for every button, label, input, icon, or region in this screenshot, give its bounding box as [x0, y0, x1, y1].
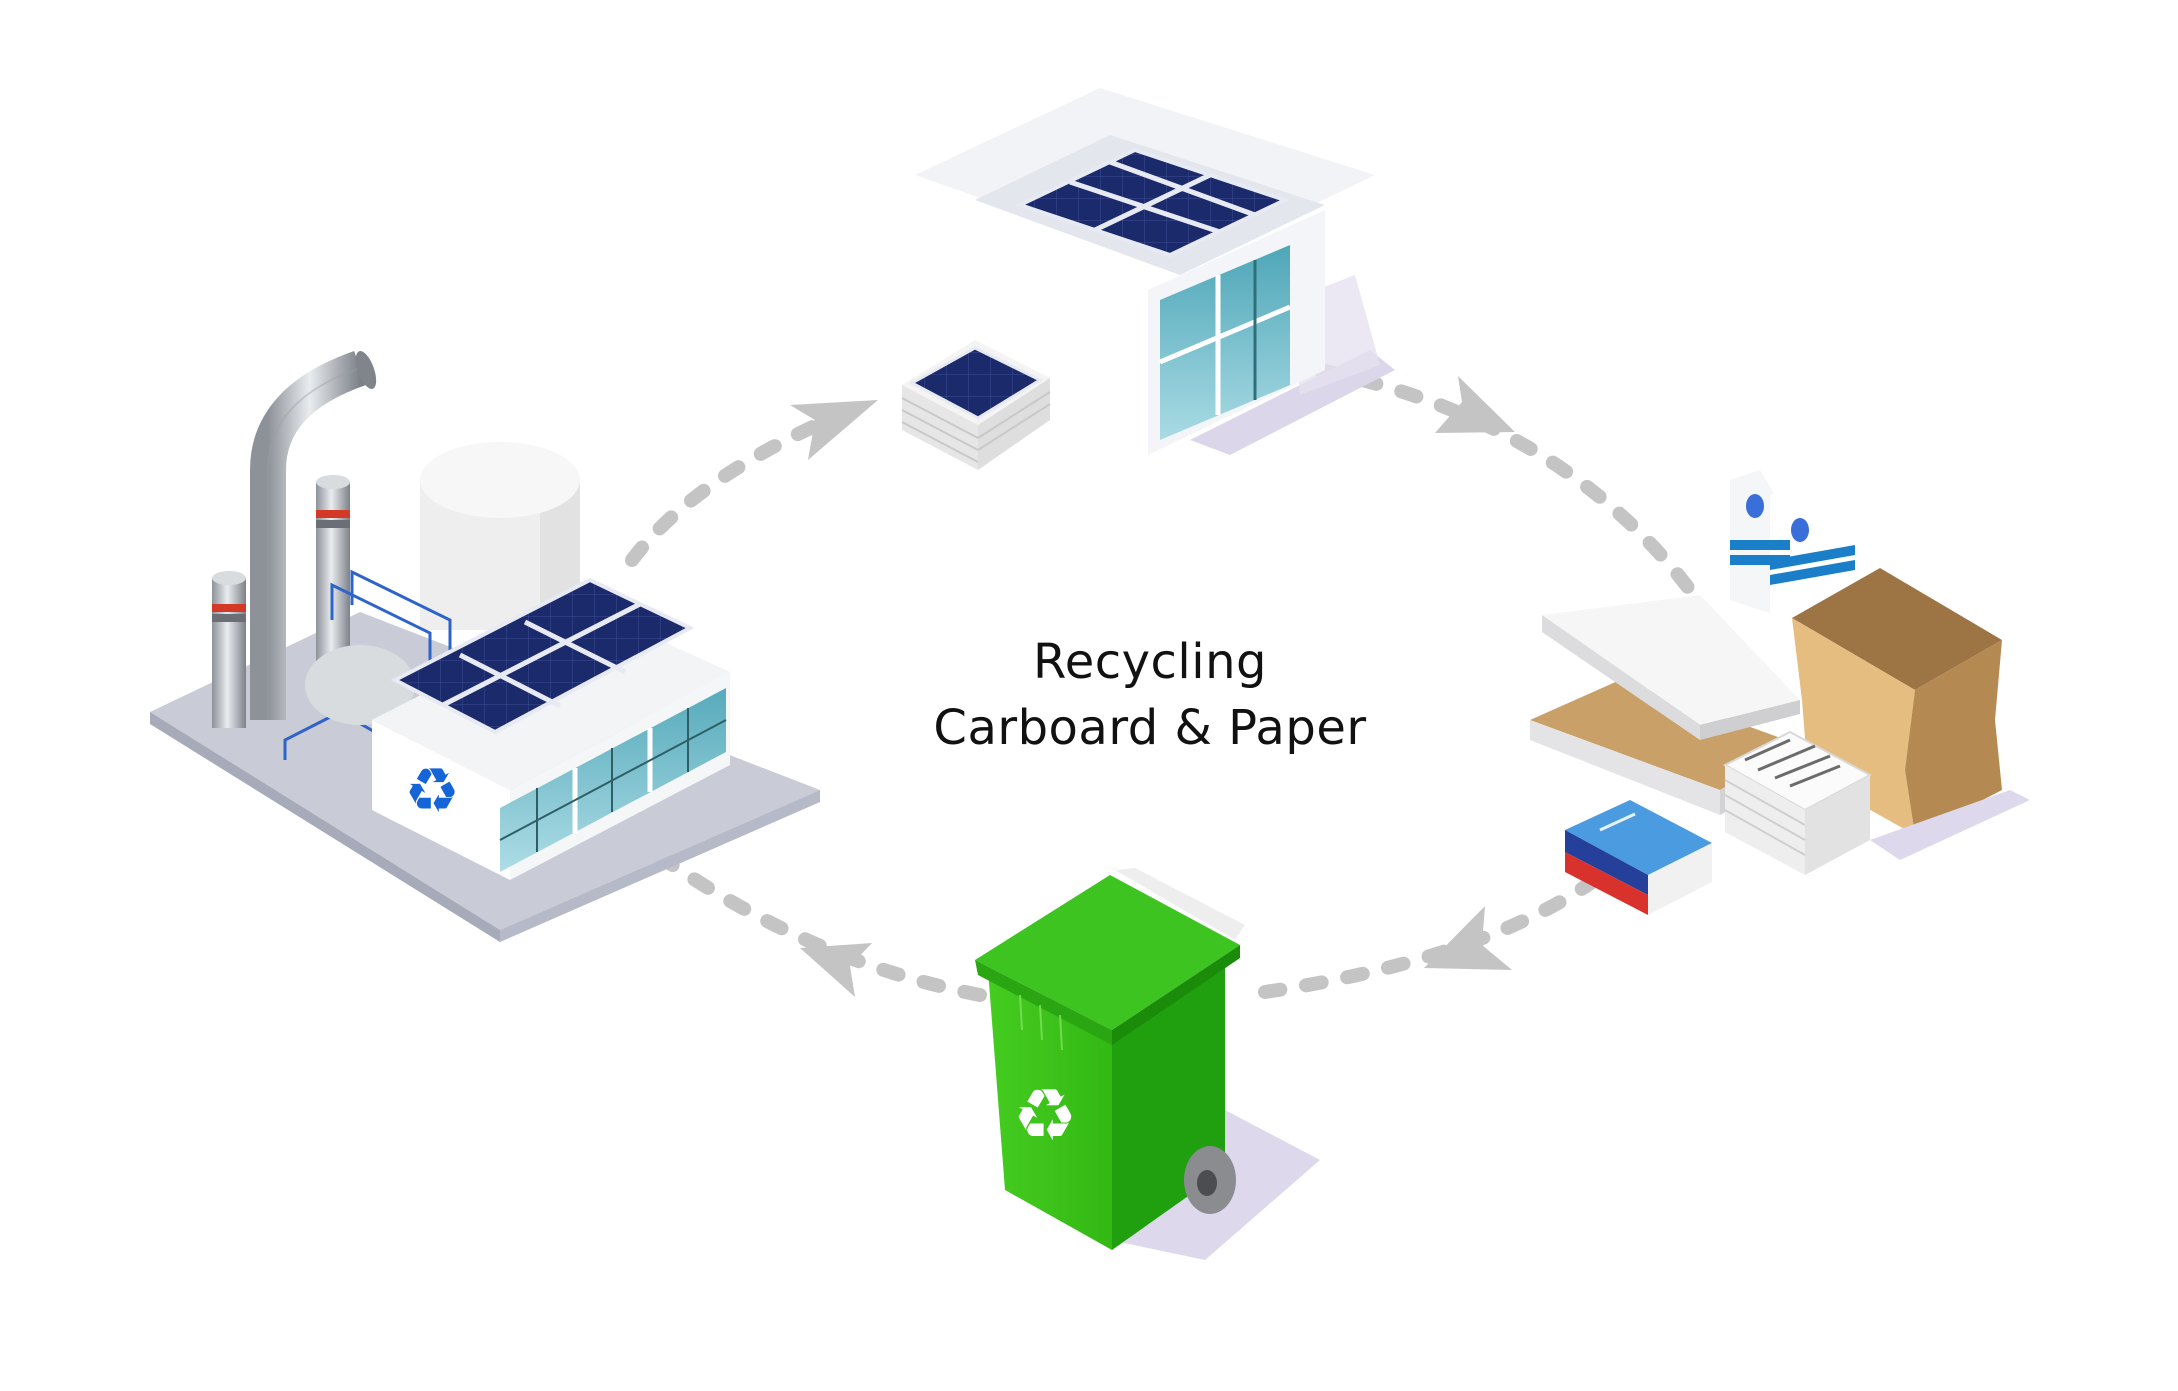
- bin-wheel-icon: [1184, 1146, 1236, 1214]
- bin-side-left: [988, 970, 1112, 1250]
- paper-waste-illustration: [1530, 470, 2030, 915]
- paper-stack-with-panel: [901, 340, 1051, 470]
- factory-recycle-icon: ♻: [404, 754, 460, 827]
- arrow-bin-to-factory: [633, 835, 987, 1002]
- diagram-title: Recycling Carboard & Paper: [900, 630, 1400, 762]
- factory-illustration: ♻: [150, 351, 820, 942]
- arrowhead-2-icon: [1435, 376, 1515, 433]
- bin-lid: [975, 875, 1240, 1030]
- office-illustration: [901, 88, 1395, 470]
- title-line-recycling: Recycling: [1033, 634, 1267, 690]
- smokestacks: [212, 351, 377, 728]
- arrow-office-to-paper: [1313, 363, 1697, 597]
- factory-side-wall: [372, 720, 510, 880]
- arrowhead-1-icon: [790, 400, 878, 460]
- office-windows: [1160, 245, 1290, 440]
- arrow-paper-to-bin: [1258, 873, 1602, 999]
- document-stack: [1722, 730, 1873, 875]
- recycling-bin-illustration: ♻: [975, 868, 1320, 1260]
- bin-recycle-icon: ♻: [1013, 1073, 1078, 1157]
- arrow-factory-to-office: [625, 395, 877, 567]
- factory-building: ♻: [372, 577, 730, 880]
- arrowheads: [790, 376, 1515, 997]
- flow-arrows: [625, 363, 1697, 1002]
- paper-cluster-shadow: [1870, 790, 2030, 860]
- arrowhead-4-icon: [800, 943, 872, 997]
- book-stack: [1565, 800, 1712, 915]
- arrowhead-3-icon: [1424, 906, 1512, 970]
- title-line-carboard-paper: Carboard & Paper: [933, 700, 1367, 756]
